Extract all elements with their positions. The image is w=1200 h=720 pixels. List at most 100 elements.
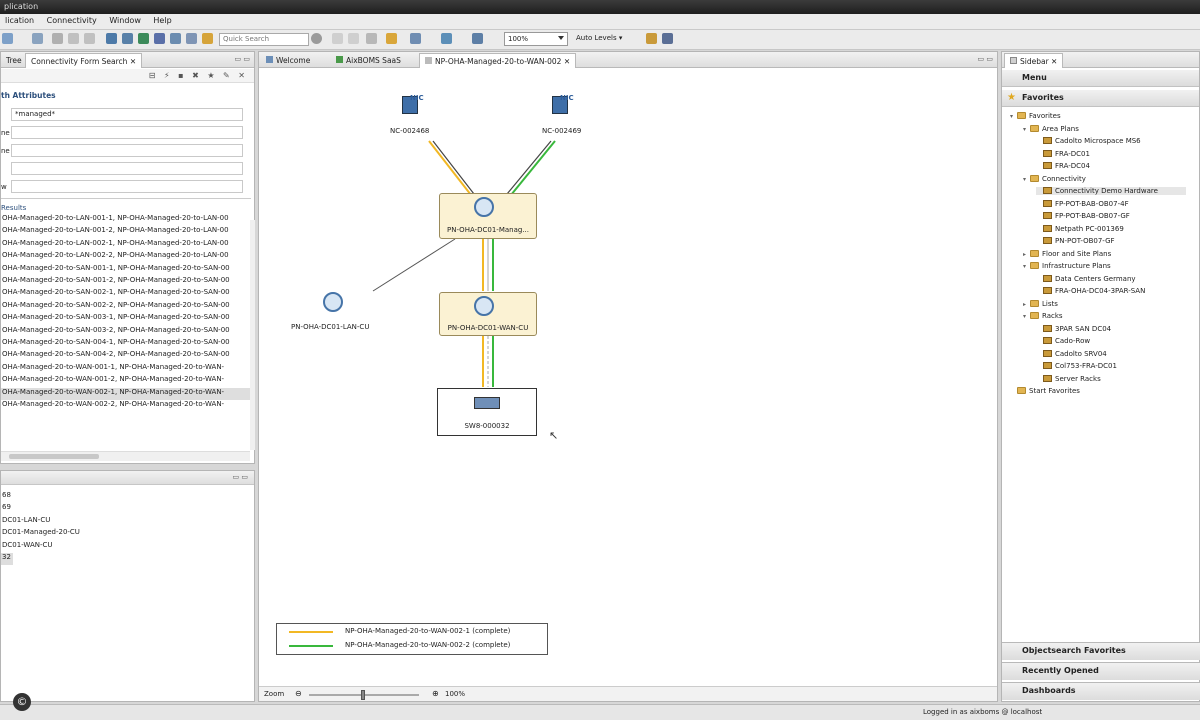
copy-icon[interactable] xyxy=(68,33,79,44)
paste-icon[interactable] xyxy=(84,33,95,44)
delete-icon[interactable] xyxy=(366,33,377,44)
tree-item[interactable]: Start Favorites xyxy=(1010,387,1080,395)
zoom-in-icon[interactable]: ⊕ xyxy=(432,689,439,698)
objectsearch-favorites-section[interactable]: Objectsearch Favorites xyxy=(1002,642,1200,660)
tree-item[interactable]: Connectivity Demo Hardware xyxy=(1036,187,1186,195)
field-2[interactable] xyxy=(11,126,243,139)
tool-icon-4[interactable] xyxy=(154,33,165,44)
tool-icon-6[interactable] xyxy=(186,33,197,44)
favorites-section[interactable]: ★Favorites xyxy=(1002,90,1199,107)
tab-tree[interactable]: Tree xyxy=(6,56,22,65)
tree-item[interactable]: ▸Floor and Site Plans xyxy=(1023,249,1111,258)
field-5[interactable] xyxy=(11,180,243,193)
levels-icon-1[interactable] xyxy=(646,33,657,44)
align-icon[interactable] xyxy=(472,33,483,44)
search-go-icon[interactable] xyxy=(311,33,322,44)
view-controls[interactable]: ▭ ▭ xyxy=(234,55,250,63)
tree-item[interactable]: Data Centers Germany xyxy=(1036,274,1136,283)
expand-toggle-icon[interactable]: ▾ xyxy=(1023,313,1027,320)
result-row[interactable]: OHA-Managed-20-to-WAN-001-1, NP-OHA-Mana… xyxy=(2,362,225,371)
result-row[interactable]: OHA-Managed-20-to-SAN-003-1, NP-OHA-Mana… xyxy=(2,313,230,322)
list-item[interactable]: 32 xyxy=(1,553,13,565)
list-item[interactable]: 68 xyxy=(2,491,11,499)
menu-window[interactable]: Window xyxy=(109,16,141,25)
expand-toggle-icon[interactable]: ▾ xyxy=(1010,113,1014,120)
tab-aixboms-saas[interactable]: AixBOMS SaaS xyxy=(331,53,406,68)
zoom-out-icon[interactable]: ⊖ xyxy=(295,689,302,698)
node-wan[interactable]: PN-OHA-DC01-WAN-CU xyxy=(439,292,537,336)
result-row[interactable]: OHA-Managed-20-to-WAN-001-2, NP-OHA-Mana… xyxy=(2,375,225,384)
nic-label[interactable]: NC-002469 xyxy=(542,127,582,135)
tree-item[interactable]: FP-POT-BAB-OB07-4F xyxy=(1036,199,1129,208)
result-row[interactable]: OHA-Managed-20-to-SAN-002-2, NP-OHA-Mana… xyxy=(2,300,230,309)
field-3[interactable] xyxy=(11,144,243,157)
horizontal-scrollbar[interactable] xyxy=(1,451,250,461)
print-icon[interactable] xyxy=(32,33,43,44)
tree-item[interactable]: PN-POT-OB07-GF xyxy=(1036,237,1115,245)
result-row[interactable]: OHA-Managed-20-to-WAN-002-1, NP-OHA-Mana… xyxy=(1,387,250,400)
tool-icon-2[interactable] xyxy=(122,33,133,44)
tree-item[interactable]: Cado-Row xyxy=(1036,337,1090,345)
result-row[interactable]: OHA-Managed-20-to-SAN-001-2, NP-OHA-Mana… xyxy=(2,276,230,284)
redo-icon[interactable] xyxy=(348,33,359,44)
recently-opened-section[interactable]: Recently Opened xyxy=(1002,662,1200,680)
list-item[interactable]: DC01-Managed-20-CU xyxy=(2,528,80,536)
tool-icon-7[interactable] xyxy=(202,33,213,44)
tree-item[interactable]: Col753-FRA-DC01 xyxy=(1036,362,1117,370)
expand-toggle-icon[interactable]: ▸ xyxy=(1023,250,1027,258)
result-row[interactable]: OHA-Managed-20-to-SAN-004-1, NP-OHA-Mana… xyxy=(2,338,230,346)
tree-item[interactable]: FP-POT-BAB-OB07-GF xyxy=(1036,212,1130,220)
open-icon[interactable] xyxy=(2,33,13,44)
result-row[interactable]: OHA-Managed-20-to-SAN-004-2, NP-OHA-Mana… xyxy=(2,350,230,359)
levels-icon-2[interactable] xyxy=(662,33,673,44)
tab-connectivity-form-search[interactable]: Connectivity Form Search ✕ xyxy=(25,53,143,68)
expand-toggle-icon[interactable]: ▾ xyxy=(1023,125,1027,133)
tree-item[interactable]: ▾Racks xyxy=(1023,312,1063,320)
tree-item[interactable]: Cadolto Microspace MS6 xyxy=(1036,137,1141,145)
connect-icon[interactable] xyxy=(386,33,397,44)
list-item[interactable]: DC01-LAN-CU xyxy=(2,516,51,524)
menu-application[interactable]: lication xyxy=(5,16,35,25)
dashboards-section[interactable]: Dashboards xyxy=(1002,682,1200,700)
network-icon[interactable] xyxy=(323,292,343,312)
menu-help[interactable]: Help xyxy=(153,16,172,25)
view-controls[interactable]: ▭ ▭ xyxy=(232,473,248,481)
tree-item[interactable]: FRA-DC01 xyxy=(1036,149,1090,158)
tree-item[interactable]: FRA-OHA-DC04-3PAR-SAN xyxy=(1036,287,1145,295)
tree-item[interactable]: ▾Connectivity xyxy=(1023,174,1086,183)
result-row[interactable]: OHA-Managed-20-to-SAN-002-1, NP-OHA-Mana… xyxy=(2,288,230,297)
expand-toggle-icon[interactable]: ▾ xyxy=(1023,175,1027,183)
node-label-lan[interactable]: PN-OHA-DC01-LAN-CU xyxy=(291,323,370,331)
tree-item[interactable]: ▾Area Plans xyxy=(1023,124,1079,133)
tool-icon-1[interactable] xyxy=(106,33,117,44)
list-item[interactable]: DC01-WAN-CU xyxy=(2,541,53,549)
scrollbar-thumb[interactable] xyxy=(9,454,99,459)
nic-icon[interactable] xyxy=(402,96,418,114)
zoom-slider-thumb[interactable] xyxy=(361,690,365,700)
result-row[interactable]: OHA-Managed-20-to-LAN-001-1, NP-OHA-Mana… xyxy=(2,214,229,222)
expand-toggle-icon[interactable]: ▾ xyxy=(1023,263,1027,270)
tool-icon-5[interactable] xyxy=(170,33,181,44)
auto-levels-select[interactable]: Auto Levels ▾ xyxy=(576,34,622,42)
quick-search-input[interactable]: Quick Search xyxy=(219,33,309,46)
layout-icon[interactable] xyxy=(410,33,421,44)
result-row[interactable]: OHA-Managed-20-to-LAN-002-2, NP-OHA-Mana… xyxy=(2,251,229,260)
view-controls[interactable]: ▭ ▭ xyxy=(977,55,993,63)
node-switch[interactable]: SW8-000032 xyxy=(437,388,537,436)
tree-item[interactable]: FRA-DC04 xyxy=(1036,162,1090,170)
result-row[interactable]: OHA-Managed-20-to-SAN-001-1, NP-OHA-Mana… xyxy=(2,263,230,272)
vertical-scrollbar[interactable] xyxy=(250,220,255,450)
zoom-slider[interactable] xyxy=(309,690,419,700)
field-4[interactable] xyxy=(11,162,243,175)
tree-item[interactable]: Cadolto SRV04 xyxy=(1036,349,1107,358)
zoom-select[interactable]: 100% xyxy=(504,32,568,46)
undo-icon[interactable] xyxy=(332,33,343,44)
search-actions-icons[interactable]: ⊟ ⚡ ▪ ✖ ★ ✎ ✕ xyxy=(148,71,248,80)
tree-item[interactable]: Server Racks xyxy=(1036,374,1101,383)
cut-icon[interactable] xyxy=(52,33,63,44)
list-item[interactable]: 69 xyxy=(2,503,11,511)
menu-section[interactable]: Menu xyxy=(1002,70,1199,87)
nic-label[interactable]: NC-002468 xyxy=(390,127,430,135)
result-row[interactable]: OHA-Managed-20-to-SAN-003-2, NP-OHA-Mana… xyxy=(2,325,230,334)
result-row[interactable]: OHA-Managed-20-to-WAN-002-2, NP-OHA-Mana… xyxy=(2,400,225,408)
